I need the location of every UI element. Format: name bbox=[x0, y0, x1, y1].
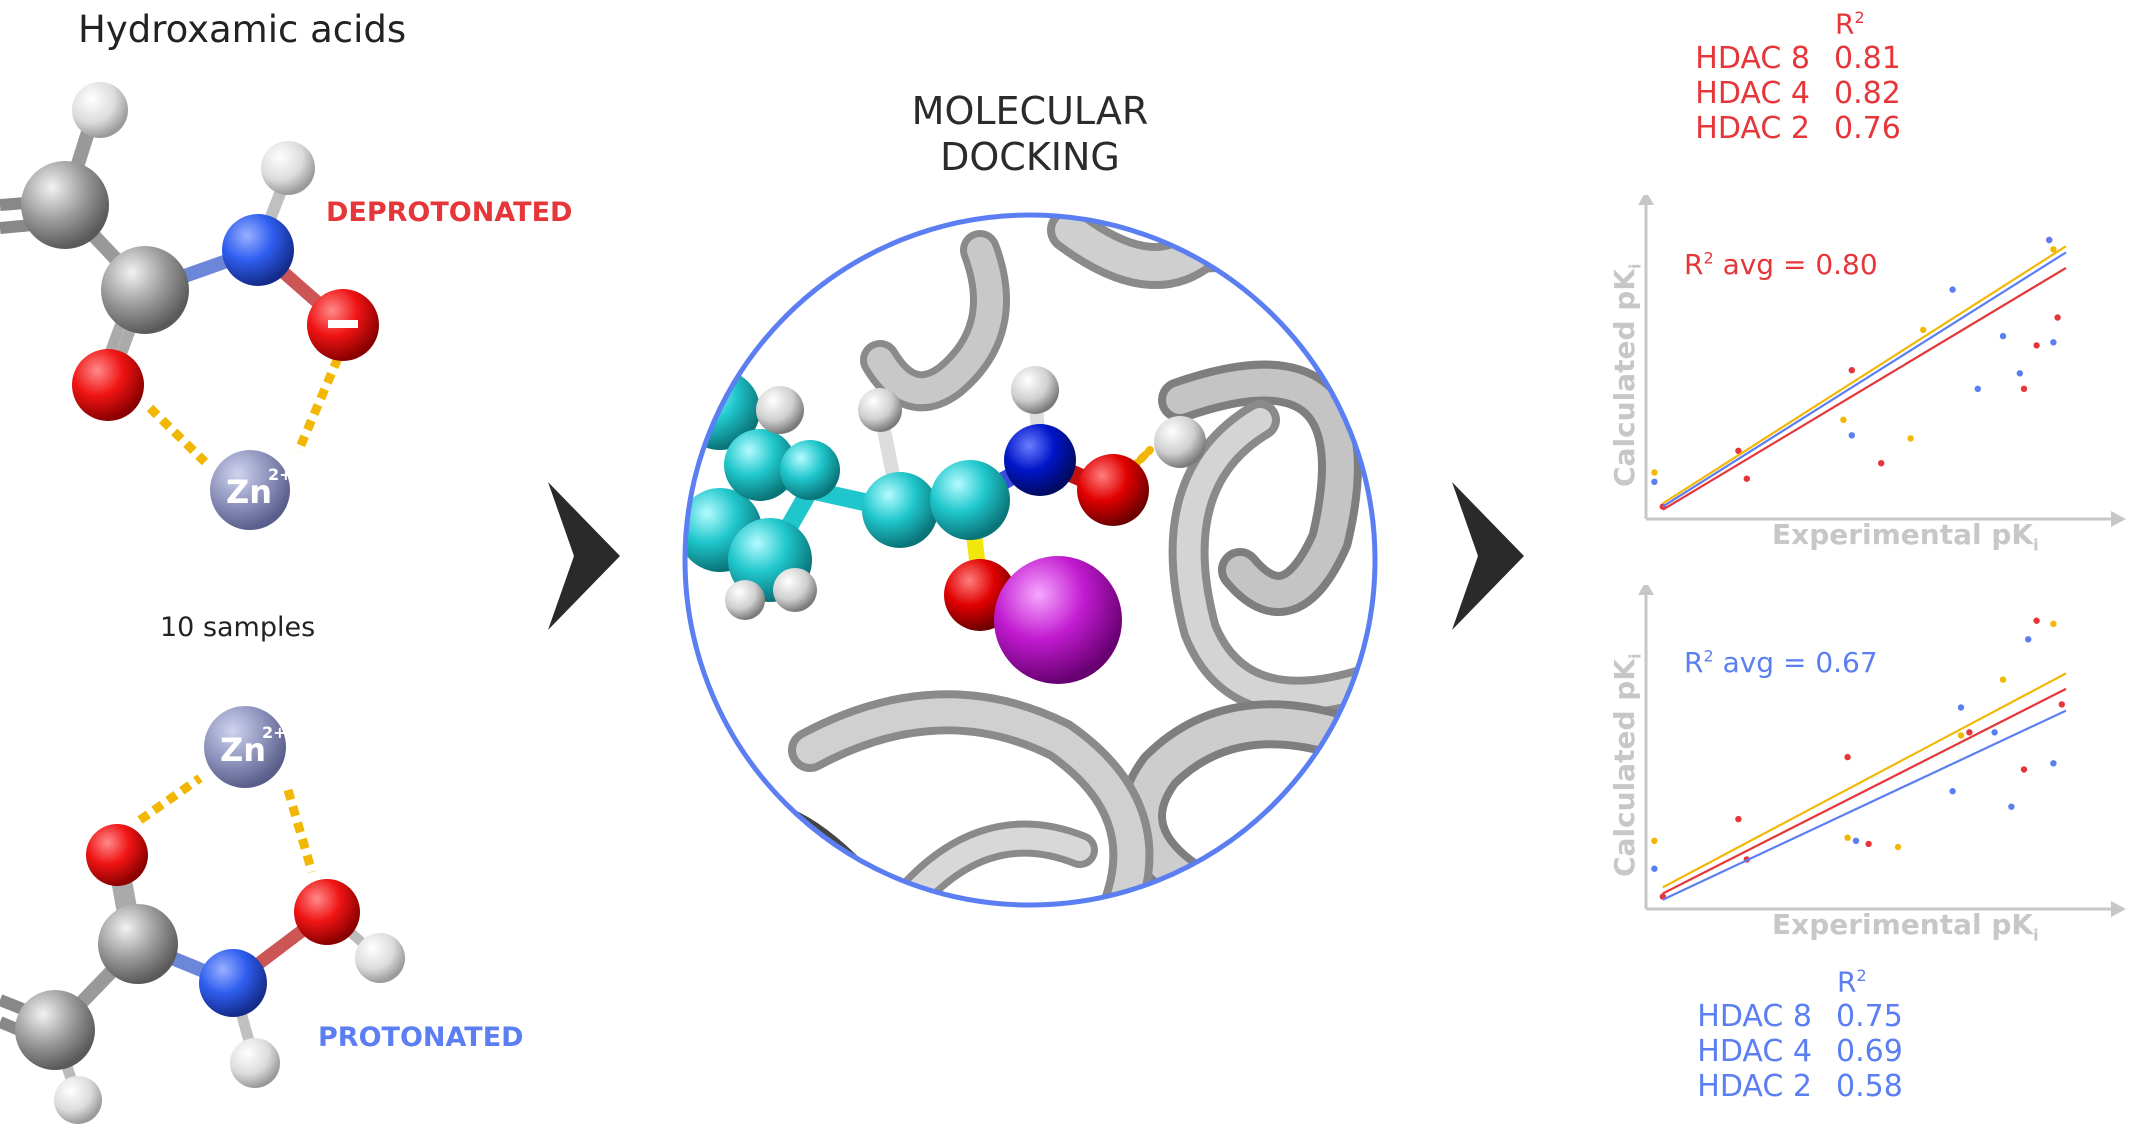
protonated-label: PROTONATED bbox=[318, 1022, 524, 1053]
zn-label-bottom: Zn bbox=[220, 731, 266, 769]
x-axis-label-top: Experimental pKi bbox=[1772, 518, 2039, 555]
deprotonated-label: DEPROTONATED bbox=[326, 197, 573, 228]
data-point bbox=[1844, 753, 1851, 761]
data-point bbox=[2020, 385, 2028, 392]
data-point bbox=[2033, 617, 2040, 624]
data-point bbox=[2058, 701, 2065, 708]
arrow-right-icon-2 bbox=[1452, 482, 1524, 630]
scatter-chart-bottom bbox=[1638, 585, 2126, 917]
zn-charge-bottom: 2+ bbox=[262, 723, 287, 742]
data-point bbox=[1865, 840, 1872, 848]
data-point bbox=[1743, 475, 1750, 482]
data-point bbox=[1651, 837, 1658, 844]
data-point bbox=[1848, 367, 1855, 374]
chart-axes-top bbox=[1638, 195, 2126, 527]
r2-header-bottom: R2 bbox=[1837, 965, 1867, 999]
samples-label: 10 samples bbox=[160, 612, 316, 643]
docking-title-line-1: MOLECULAR bbox=[911, 89, 1149, 133]
regression-line bbox=[1662, 672, 2067, 889]
y-axis-label-top: Calculated pKi bbox=[1608, 263, 1645, 487]
molecular-docking-title: MOLECULAR DOCKING bbox=[880, 88, 1180, 180]
x-axis-label-bottom: Experimental pKi bbox=[1772, 908, 2039, 945]
data-point bbox=[2050, 246, 2057, 253]
chart-marks-top bbox=[1651, 236, 2067, 511]
zn-label-top: Zn bbox=[226, 473, 272, 511]
data-point bbox=[2033, 342, 2040, 349]
data-point bbox=[2050, 620, 2057, 627]
r2-avg-annotation-bottom: R2 avg = 0.67 bbox=[1684, 646, 1878, 679]
data-point bbox=[1999, 332, 2007, 340]
docking-title-line-2: DOCKING bbox=[940, 135, 1120, 179]
data-point bbox=[1966, 729, 1973, 736]
protonated-molecule: Zn 2+ bbox=[0, 706, 405, 1124]
regression-line bbox=[1662, 709, 2067, 901]
data-point bbox=[2016, 370, 2023, 377]
data-point bbox=[2020, 766, 2028, 773]
data-point bbox=[1848, 432, 1855, 439]
protein-ribbons bbox=[770, 215, 1375, 905]
chart-axes-bottom bbox=[1638, 585, 2126, 917]
data-point bbox=[1894, 843, 1902, 851]
data-point bbox=[1735, 815, 1742, 823]
data-point bbox=[1949, 788, 1956, 795]
regression-line bbox=[1662, 687, 2067, 895]
data-point bbox=[1878, 460, 1885, 467]
data-point bbox=[1735, 447, 1742, 454]
x-axis-arrow-icon bbox=[2111, 901, 2126, 917]
regression-line bbox=[1662, 251, 2067, 508]
data-point bbox=[1920, 326, 1927, 334]
data-point bbox=[1852, 837, 1860, 844]
data-point bbox=[1957, 732, 1965, 739]
scatter-chart-top bbox=[1638, 195, 2126, 527]
minus-icon bbox=[328, 320, 358, 328]
data-point bbox=[1651, 469, 1658, 476]
data-point bbox=[2050, 760, 2057, 767]
regression-line bbox=[1662, 266, 2067, 511]
data-point bbox=[2054, 314, 2061, 321]
data-point bbox=[1974, 385, 1981, 392]
arrow-right-icon-1 bbox=[548, 482, 620, 630]
regression-line bbox=[1662, 245, 2067, 505]
y-axis-label-bottom: Calculated pKi bbox=[1608, 653, 1645, 877]
zn-charge-top: 2+ bbox=[268, 465, 293, 484]
data-point bbox=[1907, 435, 1914, 442]
r2-avg-annotation-top: R2 avg = 0.80 bbox=[1684, 248, 1878, 281]
docking-view bbox=[682, 212, 1378, 908]
data-point bbox=[2025, 636, 2032, 643]
data-point bbox=[1991, 729, 1998, 736]
zinc-ion-sphere bbox=[994, 556, 1122, 684]
data-point bbox=[1949, 286, 1956, 293]
data-point bbox=[1844, 834, 1851, 841]
data-point bbox=[2046, 236, 2053, 244]
y-axis-arrow-icon bbox=[1638, 195, 1654, 205]
r2-header-top: R2 bbox=[1835, 7, 1865, 41]
data-point bbox=[1840, 416, 1847, 423]
docking-frame bbox=[682, 212, 1378, 908]
y-axis-arrow-icon bbox=[1638, 585, 1654, 595]
x-axis-arrow-icon bbox=[2111, 511, 2126, 527]
data-point bbox=[2008, 803, 2015, 810]
data-point bbox=[1651, 478, 1658, 485]
hydroxamic-acids-title: Hydroxamic acids bbox=[78, 8, 407, 51]
chart-marks-bottom bbox=[1651, 617, 2067, 901]
data-point bbox=[2050, 339, 2057, 346]
data-point bbox=[1957, 704, 1965, 711]
deprotonated-molecule: Zn 2+ bbox=[0, 82, 379, 530]
data-point bbox=[1651, 865, 1658, 872]
molecule-structures: Zn 2+ Zn 2+ bbox=[0, 82, 405, 1124]
data-point bbox=[1999, 676, 2007, 683]
